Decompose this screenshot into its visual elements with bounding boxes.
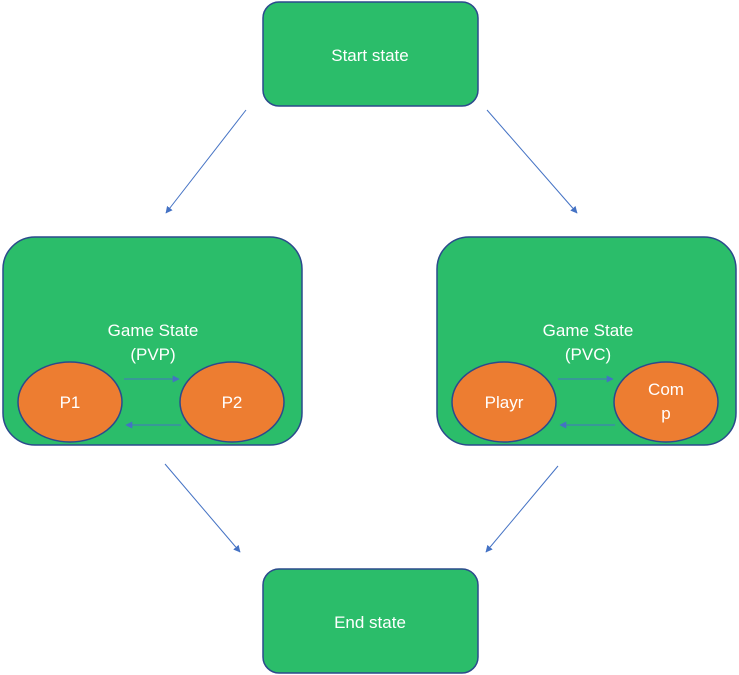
player-p1-label: P1 [60, 393, 81, 412]
player-p2-node [179, 361, 285, 443]
start-state-label: Start state [331, 46, 408, 65]
arrow-start-to-pvp [165, 109, 247, 214]
arrow-pvp-to-end [164, 463, 241, 553]
game-state-pvc-subtitle: (PVC) [565, 345, 611, 364]
player-comp-node [613, 361, 719, 443]
arrow-pvc-to-end [485, 465, 559, 553]
player-comp-label-line2: p [661, 404, 670, 423]
start-state-box [262, 1, 479, 107]
start-state-node: Start state [262, 1, 479, 107]
player-p2-label: P2 [222, 393, 243, 412]
end-state-label: End state [334, 613, 406, 632]
player-playr-node [451, 361, 557, 443]
game-state-pvp-node: Game State (PVP) P1 P2 [2, 236, 303, 446]
player-p1-node [17, 361, 123, 443]
player-playr-label: Playr [485, 393, 524, 412]
game-state-pvp-title: Game State [108, 321, 199, 340]
arrow-start-to-pvc [486, 109, 578, 214]
game-state-pvc-title: Game State [543, 321, 634, 340]
player-comp-label-line1: Com [648, 380, 684, 399]
game-state-pvc-node: Game State (PVC) Playr Com p [436, 236, 737, 446]
game-state-pvp-subtitle: (PVP) [130, 345, 175, 364]
end-state-box [262, 568, 479, 674]
end-state-node: End state [262, 568, 479, 674]
